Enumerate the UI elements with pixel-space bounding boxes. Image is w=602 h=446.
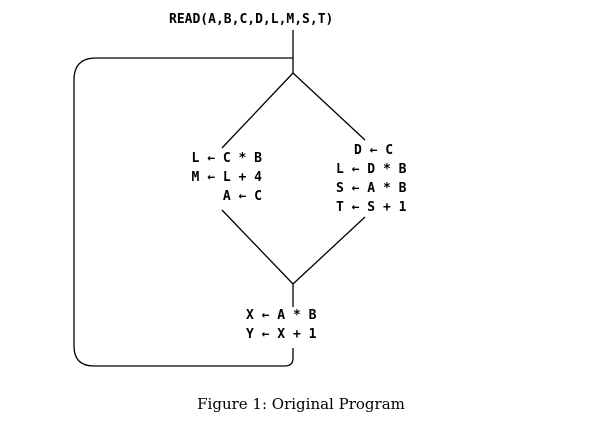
left-branch-line: A ← C xyxy=(222,189,262,204)
left-branch-block: L ← C * B M ← L + 4 A ← C xyxy=(146,149,262,206)
right-branch-block: D ← C L ← D * B S ← A * B T ← S + 1 xyxy=(336,141,476,217)
read-statement: READ(A,B,C,D,L,M,S,T) xyxy=(169,12,334,27)
join-block-line: X ← A * B xyxy=(246,308,317,323)
join-block: X ← A * B Y ← X + 1 xyxy=(246,306,356,344)
figure-caption: Figure 1: Original Program xyxy=(197,395,405,413)
left-branch-line: L ← C * B xyxy=(191,151,262,166)
edge-left-join xyxy=(221,209,294,285)
edge-split-left xyxy=(221,72,294,149)
loop-back-edge xyxy=(73,57,294,367)
right-branch-line: D ← C xyxy=(354,143,394,158)
right-branch-line: L ← D * B xyxy=(336,162,407,177)
left-branch-line: M ← L + 4 xyxy=(191,170,262,185)
join-block-line: Y ← X + 1 xyxy=(246,327,317,342)
right-branch-line: S ← A * B xyxy=(336,181,407,196)
edge-right-join xyxy=(292,216,366,285)
edge-split-right xyxy=(292,72,366,141)
right-branch-line: T ← S + 1 xyxy=(336,200,407,215)
